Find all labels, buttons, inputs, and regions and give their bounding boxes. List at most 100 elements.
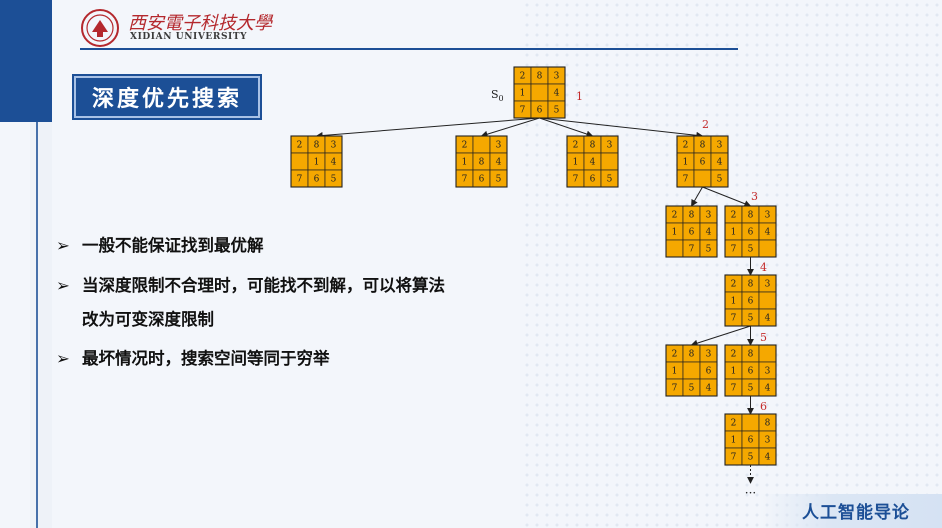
board-frame	[676, 135, 729, 188]
tile-number: 1	[520, 89, 526, 99]
bullet-item-2: ➢当深度限制不合理时，可能找不到解，可以将算法	[56, 272, 445, 296]
tile-number: 2	[520, 72, 526, 82]
tile-number: 4	[765, 453, 771, 463]
tile-number: 5	[717, 175, 723, 185]
tile-number: 4	[554, 89, 560, 99]
tile-number: 2	[731, 350, 737, 360]
left-margin-band	[30, 0, 52, 528]
tile-number: 6	[537, 106, 543, 116]
tree-edge	[539, 117, 594, 138]
university-name-en: XIDIAN UNIVERSITY	[130, 32, 248, 42]
tile-number: 4	[765, 314, 771, 324]
header-divider	[80, 48, 738, 50]
footer-band	[760, 494, 942, 528]
tile-number: 8	[689, 211, 695, 221]
tile-number: 3	[765, 436, 771, 446]
tile-number: 3	[496, 141, 502, 151]
tile-number: 1	[672, 367, 678, 377]
tile-number: 5	[607, 175, 613, 185]
tile-number: 8	[700, 141, 706, 151]
tile-number: 2	[462, 141, 468, 151]
tile-number: 1	[731, 436, 737, 446]
board-frame	[455, 135, 508, 188]
board-frame	[724, 344, 777, 397]
tile-number: 3	[554, 72, 560, 82]
tile-number: 7	[731, 314, 737, 324]
board-frame	[724, 413, 777, 466]
tile-number: 4	[765, 228, 771, 238]
tree-edge	[691, 186, 703, 207]
tile-number: 3	[765, 280, 771, 290]
puzzle-tile	[290, 152, 309, 171]
tile-number: 2	[683, 141, 689, 151]
continuation-dots: ···	[745, 486, 756, 500]
puzzle-tile	[600, 152, 619, 171]
tile-number: 5	[331, 175, 337, 185]
tile-number: 1	[731, 297, 737, 307]
tree-edge	[480, 117, 540, 138]
puzzle-tile	[758, 344, 777, 363]
tile-number: 4	[706, 384, 712, 394]
left-accent-bar	[0, 0, 52, 122]
tile-number: 8	[689, 350, 695, 360]
tile-number: 2	[573, 141, 579, 151]
depth-label: 2	[702, 118, 709, 131]
tile-number: 3	[717, 141, 723, 151]
tile-number: 6	[689, 228, 695, 238]
tile-number: 8	[748, 211, 754, 221]
tile-number: 5	[748, 245, 754, 255]
tree-edge	[690, 325, 751, 347]
tile-number: 1	[731, 367, 737, 377]
bullet-item-1: ➢一般不能保证找到最优解	[56, 232, 264, 256]
tile-number: 6	[314, 175, 320, 185]
bullet-item-2-continuation: 改为可变深度限制	[82, 310, 214, 329]
tile-number: 4	[496, 158, 502, 168]
tile-number: 8	[479, 158, 485, 168]
board-frame	[724, 205, 777, 258]
tile-number: 6	[706, 367, 712, 377]
tile-number: 7	[689, 245, 695, 255]
tile-number: 6	[748, 367, 754, 377]
tile-number: 2	[731, 419, 737, 429]
tile-number: 7	[462, 175, 468, 185]
tile-number: 7	[731, 453, 737, 463]
board-frame	[566, 135, 619, 188]
university-name-cn: 西安電子科技大學	[128, 13, 272, 34]
bullet-arrow-icon: ➢	[56, 349, 70, 368]
tile-number: 3	[706, 350, 712, 360]
tile-number: 7	[683, 175, 689, 185]
tile-number: 2	[297, 141, 303, 151]
board-frame	[290, 135, 343, 188]
tile-number: 5	[748, 384, 754, 394]
tile-number: 4	[331, 158, 337, 168]
tile-number: 1	[731, 228, 737, 238]
tile-number: 2	[672, 211, 678, 221]
tile-number: 6	[748, 297, 754, 307]
puzzle-tile	[693, 169, 712, 188]
puzzle-tile	[682, 361, 701, 380]
tile-number: 1	[314, 158, 320, 168]
tile-number: 4	[717, 158, 723, 168]
tile-number: 5	[748, 314, 754, 324]
bullet-arrow-icon: ➢	[56, 276, 70, 295]
start-state-subscript: 0	[499, 94, 504, 103]
tile-number: 8	[748, 280, 754, 290]
tile-number: 8	[314, 141, 320, 151]
tree-edge	[315, 117, 540, 139]
tile-number: 6	[590, 175, 596, 185]
tile-number: 3	[706, 211, 712, 221]
tile-number: 7	[731, 245, 737, 255]
puzzle-tile	[665, 239, 684, 258]
tile-number: 4	[765, 384, 771, 394]
tile-number: 5	[706, 245, 712, 255]
bullet-text: 一般不能保证找到最优解	[82, 236, 264, 255]
